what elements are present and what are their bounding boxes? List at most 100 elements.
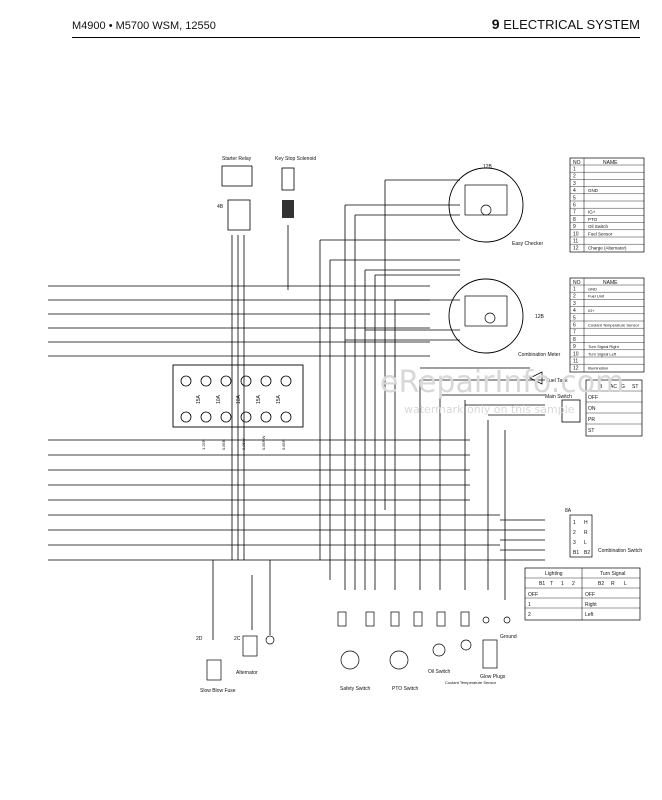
header-rule (72, 37, 640, 38)
combo-pin-a: B1 (573, 550, 579, 556)
cm-row-name: Illumination (588, 366, 608, 371)
cm-row-no: 10 (573, 351, 579, 357)
ms-row-label: ON (588, 406, 596, 412)
ec-row-no: 8 (573, 217, 576, 223)
cm-row-name: IG+ (588, 308, 595, 313)
ec-row-no: 6 (573, 203, 576, 209)
ms-header: B (599, 384, 603, 390)
section-number: 9 (491, 16, 500, 32)
alternator-group: Alternator Slow Blow Fuse 2D 2C (196, 635, 275, 694)
pto-switch-label: PTO Switch (392, 686, 419, 692)
cm-row-no: 3 (573, 301, 576, 307)
cm-row-no: 12 (573, 366, 579, 372)
fuse-box: 15A 10A 10A 15A 15A (172, 364, 304, 428)
cm-row-name: GND (588, 287, 597, 292)
combination-meter-connector: 12B (535, 314, 545, 320)
combination-switch-label: Combination Switch (598, 548, 642, 554)
easy-checker: 12B Easy Checker (448, 164, 543, 247)
ms-header: G (621, 384, 625, 390)
fuse-wire-2: 0.85B (221, 439, 226, 450)
ec-row-no: 11 (573, 239, 578, 245)
cs-turn-row: Left (585, 612, 594, 618)
coolant-sensor-label: Coolant Temperature Sensor (445, 680, 497, 685)
cm-row-no: 1 (573, 287, 576, 293)
ec-row-no: 1 (573, 167, 576, 173)
connector-2c: 2C (234, 636, 241, 642)
combination-meter-label: Combination Meter (518, 352, 561, 358)
cs-lighting-row: 1 (528, 602, 531, 608)
ec-header-no: NO (573, 160, 581, 166)
combo-pin-a: 1 (573, 520, 576, 526)
ground-label: Ground (500, 634, 517, 640)
ec-row-no: 3 (573, 181, 576, 187)
cs-turn-header: L (624, 581, 627, 587)
combo-connector-id: 8A (565, 508, 572, 514)
ec-row-name: PTO (588, 217, 598, 222)
turn-signal-title: Turn Signal (600, 571, 625, 577)
alternator-label: Alternator (236, 670, 258, 676)
fuse-wire-labels: 1.25R 0.85B 0.85W 0.85RW 0.85R (201, 435, 286, 450)
ec-row-name: Fuel Sensor (588, 231, 613, 236)
cm-row-no: 11 (573, 359, 578, 365)
main-switch: Main Switch (545, 394, 581, 423)
fuse-wire-5: 0.85R (281, 439, 286, 450)
cs-lighting-row: OFF (528, 592, 538, 598)
cs-turn-row: Right (585, 602, 597, 608)
ms-row-label: PR (588, 417, 595, 423)
lighting-title: Lighting (545, 571, 563, 577)
slow-blow-fuse-label: Slow Blow Fuse (200, 688, 236, 694)
ec-row-no: 10 (573, 231, 579, 237)
main-switch-label: Main Switch (545, 394, 572, 400)
fuse-2-rating: 10A (216, 394, 222, 404)
combination-meter: 12B Combination Meter (448, 278, 561, 358)
cs-lighting-header: B1 (539, 581, 545, 587)
connector-2d: 2D (196, 636, 203, 642)
easy-checker-connector: 12B (483, 164, 493, 170)
fuse-wire-1: 1.25R (201, 439, 206, 450)
combo-pin-b: R (584, 530, 588, 536)
safety-switch-label: Safety Switch (340, 686, 371, 692)
cm-row-no: 8 (573, 337, 576, 343)
cm-row-no: 9 (573, 344, 576, 350)
combo-pin-b: B2 (584, 550, 590, 556)
fuse-4-rating: 15A (256, 394, 262, 404)
header-model-line: M4900 • M5700 WSM, 12550 (72, 20, 216, 32)
easy-checker-label: Easy Checker (512, 241, 543, 247)
ec-row-name: GND (588, 188, 599, 193)
fuse-5-rating: 15A (276, 394, 282, 404)
ms-header: ST (632, 384, 638, 390)
fuse-1-rating: 15A (196, 394, 202, 404)
cm-row-no: 5 (573, 315, 576, 321)
ec-row-no: 2 (573, 174, 576, 180)
ec-row-name: Oil Switch (588, 224, 609, 229)
cm-row-name: Turn Signal Left (588, 351, 617, 356)
header-section: 9 ELECTRICAL SYSTEM (492, 16, 640, 32)
oil-switch-label: Oil Switch (428, 669, 450, 675)
ec-row-no: 12 (573, 246, 579, 252)
cm-header-name: NAME (603, 280, 618, 286)
ec-row-no: 4 (573, 188, 576, 194)
cm-row-name: Turn Signal Right (588, 344, 620, 349)
cm-row-name: Coolant Temperature Sensor (588, 323, 640, 328)
ms-row-label: ST (588, 428, 594, 434)
connector-4b-label: 4B (217, 204, 224, 210)
fuse-3-rating: 10A (236, 394, 242, 404)
key-stop-solenoid: Key Stop Solenoid (275, 156, 316, 218)
watermark-subtext: watermark only on this sample (404, 403, 575, 416)
ec-row-no: 7 (573, 210, 576, 216)
cs-turn-row: OFF (585, 592, 595, 598)
cs-lighting-row: 2 (528, 612, 531, 618)
cm-row-no: 7 (573, 330, 576, 336)
fuse-wire-3: 0.85W (241, 438, 246, 450)
key-stop-solenoid-label: Key Stop Solenoid (275, 156, 316, 162)
ec-header-name: NAME (603, 160, 618, 166)
cm-row-no: 6 (573, 323, 576, 329)
ec-row-name: IG+ (588, 210, 596, 215)
cm-row-name: Fuel Unit (588, 294, 605, 299)
fuel-tank-label: Fuel Tank (546, 378, 568, 384)
ec-row-no: 9 (573, 224, 576, 230)
